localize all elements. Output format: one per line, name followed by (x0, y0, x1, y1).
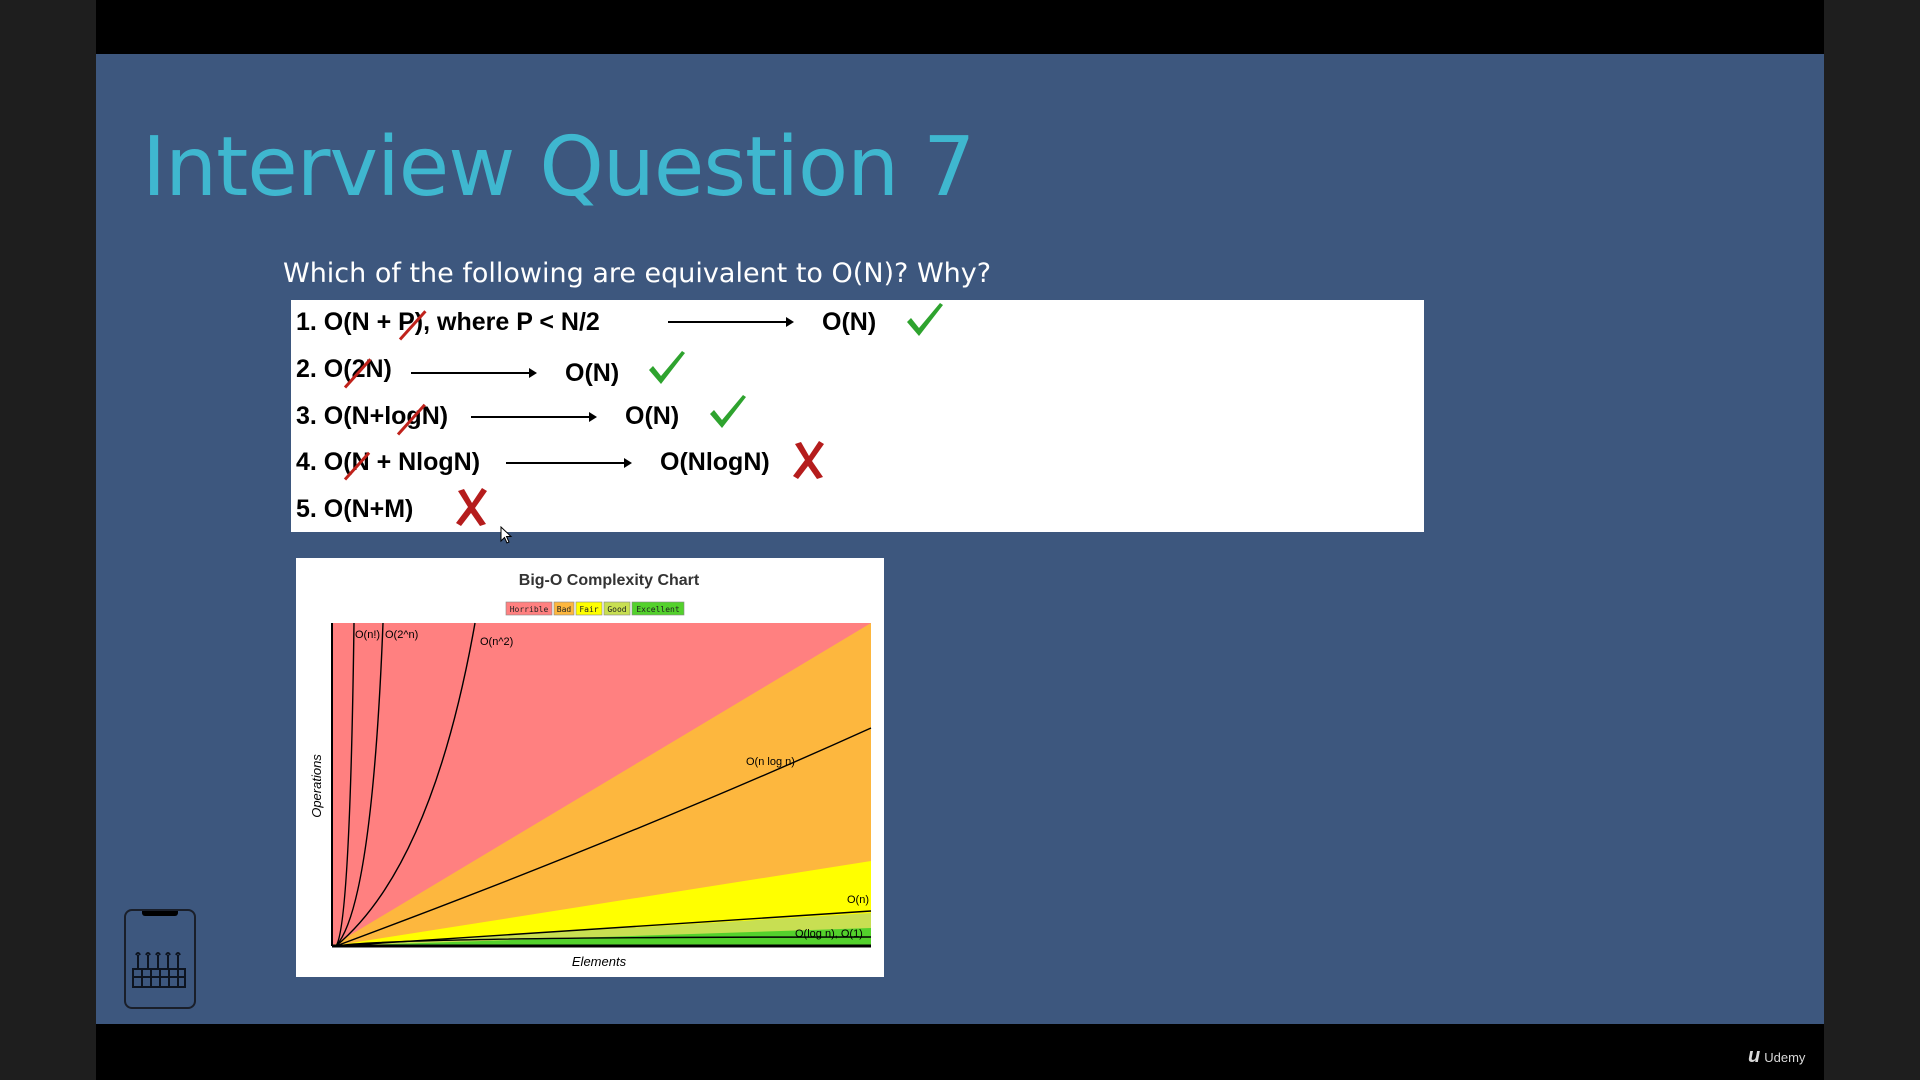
answer-2-check-icon (649, 351, 685, 384)
legend-label-bad: Bad (557, 605, 572, 614)
left-letterbox (0, 0, 96, 1080)
big-o-chart-svg: O(n!) O(2^n) O(n^2) O(n log n) O(n) O(log n),… (309, 572, 872, 969)
slide-title: Interview Question 7 (142, 120, 975, 215)
label-log: O(log n), O(1) (795, 928, 863, 940)
region-excellent (332, 928, 871, 946)
answer-5-expression: 5. O(N+M) (296, 495, 414, 523)
answer-1-result: O(N) (822, 308, 877, 336)
y-axis-label: Operations (309, 754, 324, 818)
answer-2-result: O(N) (565, 359, 620, 387)
legend-label-horrible: Horrible (510, 605, 549, 614)
udemy-logo-text: Udemy (1764, 1050, 1806, 1065)
label-exponential: O(2^n) (385, 629, 418, 641)
device-notch (142, 911, 178, 916)
label-nlogn: O(n log n) (746, 756, 795, 768)
answer-1-arrow (668, 317, 794, 327)
big-o-chart: O(n!) O(2^n) O(n^2) O(n log n) O(n) O(log n),… (296, 558, 884, 977)
legend-label-good: Good (607, 605, 626, 614)
answer-3-check-icon (710, 395, 746, 428)
answers-panel: 1. O(N + P), where P < N/2 O(N) 2. O(2N)… (291, 300, 1424, 532)
curve-nlogn (335, 727, 872, 947)
factory-icon (132, 952, 186, 988)
answer-4-result: O(NlogN) (660, 448, 770, 476)
answer-4-cross-icon (793, 441, 824, 479)
legend-swatch-bad (553, 601, 575, 616)
legend-swatch-fair (575, 601, 603, 616)
label-linear: O(n) (847, 894, 869, 906)
udemy-logo-mark: u (1748, 1045, 1761, 1067)
right-letterbox (1824, 0, 1920, 1080)
label-factorial: O(n!) (355, 629, 380, 641)
mouse-cursor-icon (500, 526, 513, 544)
answer-4-arrow (506, 458, 632, 468)
slide-question: Which of the following are equivalent to… (283, 258, 992, 289)
region-bad (332, 623, 871, 946)
legend-label-fair: Fair (579, 605, 598, 614)
curve-exponential (335, 622, 384, 947)
legend-swatch-horrible (505, 601, 553, 616)
curve-quadratic (335, 622, 476, 947)
answer-2-expression: 2. O(2N) (296, 355, 392, 383)
bottom-letterbox (96, 1024, 1824, 1080)
x-axis-label: Elements (572, 954, 627, 969)
answer-1-expression: 1. O(N + P), where P < N/2 (296, 308, 600, 336)
answer-4-expression: 4. O(N + NlogN) (296, 448, 481, 476)
label-quadratic: O(n^2) (480, 636, 513, 648)
legend-swatch-good (603, 601, 631, 616)
answer-2-arrow (411, 368, 537, 378)
answer-5-cross-icon (456, 488, 487, 526)
legend-swatch-excellent (631, 601, 685, 616)
device-icon (124, 909, 196, 1009)
answer-3-result: O(N) (625, 402, 680, 430)
answer-1-check-icon (907, 303, 943, 336)
chart-title: Big-O Complexity Chart (519, 572, 700, 589)
curve-factorial (335, 622, 355, 947)
answer-3-arrow (471, 412, 597, 422)
top-letterbox (96, 0, 1824, 54)
legend-label-excellent: Excellent (636, 605, 680, 614)
curve-log (335, 936, 872, 947)
